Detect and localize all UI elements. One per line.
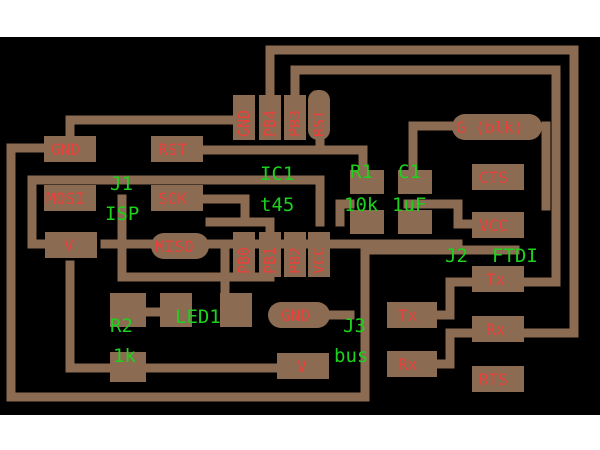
pad-r1-top [350, 170, 384, 194]
label-tx-ftdi: Tx [486, 270, 506, 289]
label-ic-top-pb3: PB3 [286, 110, 304, 137]
label-ic-top-gnd: GND [235, 110, 253, 137]
label-cts: CTS [479, 168, 508, 187]
label-ic-bot-pb2: PB2 [286, 247, 304, 274]
label-ic-bot-vcc: VCC [310, 247, 328, 274]
top-white-band [0, 0, 600, 37]
pad-r1-bot [350, 210, 384, 234]
label-tx-bus: Tx [398, 306, 418, 325]
label-rst: RST [158, 140, 187, 159]
label-sck: SCK [158, 189, 187, 208]
pad-ic-bot-pb0 [233, 232, 255, 277]
label-r2-ref: R2 [110, 315, 133, 337]
pad-v-bottom [277, 353, 329, 379]
label-vcc: VCC [479, 216, 508, 235]
pad-vcc [472, 212, 524, 238]
label-rx-ftdi: Rx [486, 320, 506, 339]
pad-c1-top [398, 170, 432, 194]
label-j1-ref: J1 [110, 173, 133, 195]
pad-ic-top-pb4 [259, 95, 281, 140]
label-r2-value: 1k [113, 345, 136, 367]
pad-v-left [45, 232, 97, 258]
label-led-ref: LED1 [175, 306, 221, 328]
label-g-blk: G (blk) [456, 118, 523, 137]
label-j3-name: bus [334, 345, 368, 367]
label-v-left: V [64, 236, 74, 255]
pad-r2-top [110, 293, 146, 327]
label-gnd-mid: GND [281, 306, 310, 325]
label-ic-bot-pb1: PB1 [261, 247, 279, 274]
pad-tx-bus [387, 302, 437, 328]
pads [44, 90, 542, 392]
pad-ic-bot-vcc [308, 232, 330, 277]
pad-cts [472, 164, 524, 190]
bottom-white-band [0, 415, 600, 450]
label-rx-bus: Rx [398, 355, 418, 374]
pad-rts [472, 366, 524, 392]
label-v-bottom: V [297, 357, 307, 376]
label-ic1-ref: IC1 [260, 163, 294, 185]
pad-ic-top-rst [308, 90, 330, 140]
pad-gnd-left [44, 136, 96, 162]
pad-ic-bot-pb2 [284, 232, 306, 277]
label-j1-name: ISP [105, 203, 139, 225]
pad-r2-bot [110, 352, 146, 382]
pad-rx-bus [387, 351, 437, 377]
pad-c1-bot [398, 210, 432, 234]
pad-miso [151, 233, 209, 259]
pad-led-left [160, 293, 192, 327]
label-ic-top-rst: RST [310, 110, 328, 137]
pad-led-right [220, 293, 252, 327]
label-j3-ref: J3 [343, 315, 366, 337]
label-j2-ref: J2 [445, 245, 468, 267]
pad-rst [151, 136, 203, 162]
pad-mosi [44, 185, 96, 211]
label-ic1-name: t45 [260, 194, 294, 216]
pad-ic-top-gnd [233, 95, 255, 140]
label-miso: MISO [155, 237, 194, 256]
label-rts: RTS [479, 370, 508, 389]
label-r1-value: 10k [344, 194, 379, 216]
label-ic-top-pb4: PB4 [261, 110, 279, 137]
pin-labels: GND MOSI V RST SCK MISO GND V G (blk) CT… [46, 110, 523, 389]
label-gnd-left: GND [51, 140, 80, 159]
pad-gnd-mid [268, 302, 330, 328]
label-ic-bot-pb0: PB0 [235, 247, 253, 274]
component-labels: J1 ISP IC1 t45 R1 10k C1 1uF J2 FTDI J3 … [105, 161, 538, 367]
pad-tx-ftdi [472, 266, 524, 292]
pad-rx-ftdi [472, 316, 524, 342]
label-c1-ref: C1 [398, 161, 421, 183]
pad-sck [151, 185, 203, 211]
label-mosi: MOSI [46, 189, 85, 208]
label-j2-name: FTDI [492, 245, 538, 267]
pad-ic-bot-pb1 [259, 232, 281, 277]
label-c1-value: 1uF [392, 194, 426, 216]
pad-ic-top-pb3 [284, 95, 306, 140]
pad-g-blk [452, 114, 542, 140]
label-r1-ref: R1 [350, 161, 373, 183]
